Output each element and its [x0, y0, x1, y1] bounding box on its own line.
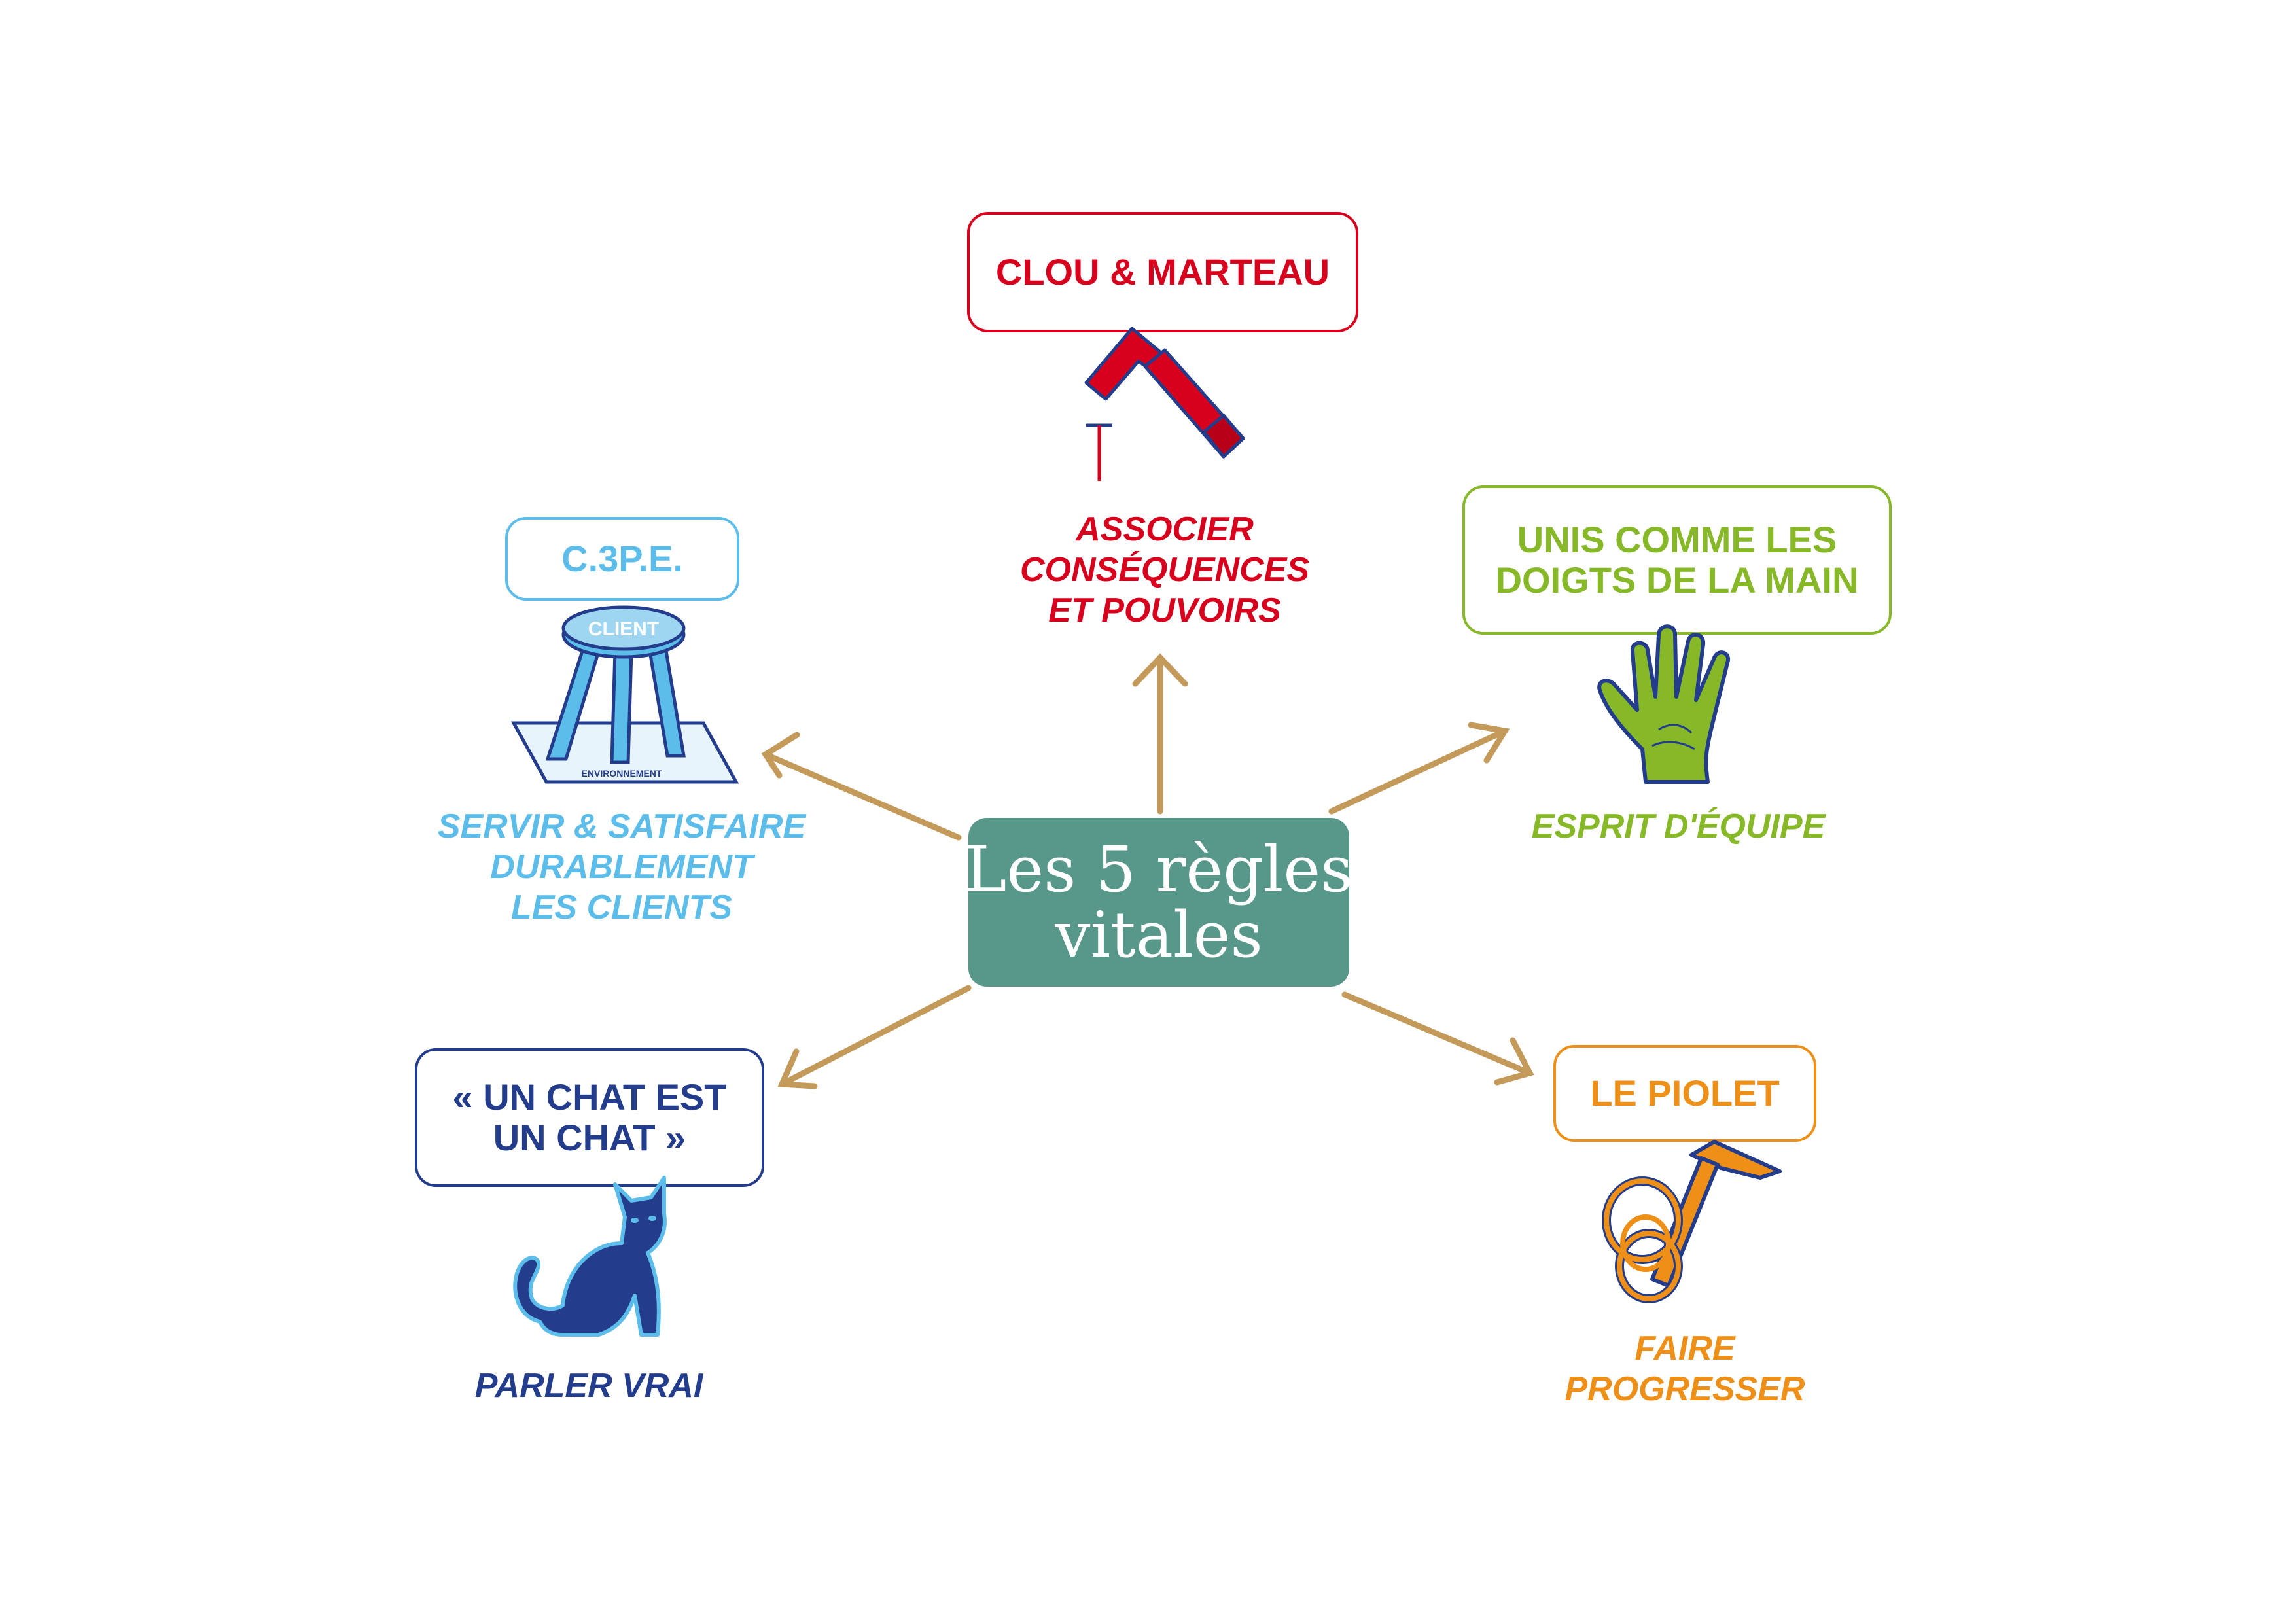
stool-top-label: CLIENT	[588, 618, 659, 640]
arrow-lower-right-head	[1494, 1037, 1534, 1086]
center-title-line1: Les 5 règles	[964, 833, 1353, 906]
cat-icon	[513, 1176, 667, 1337]
arrow-lower-right	[1341, 991, 1533, 1076]
rule-desc-c3pe: SERVIR & SATISFAIRE DURABLEMENT LES CLIE…	[437, 807, 806, 927]
stool-icon: CLIENT ENVIRONNEMENT	[510, 605, 739, 784]
rule-title-chat: « UN CHAT EST UN CHAT »	[415, 1048, 764, 1187]
stool-base-label: ENVIRONNEMENT	[582, 768, 662, 779]
rule-desc-unis: ESPRIT D'ÉQUIPE	[1531, 807, 1826, 845]
arrow-lower-left-head	[777, 1048, 818, 1089]
rule-title-unis: UNIS COMME LES DOIGTS DE LA MAIN	[1462, 485, 1892, 635]
rule-desc-piolet: FAIRE PROGRESSER	[1564, 1330, 1805, 1408]
arrow-upper-right	[1328, 728, 1508, 815]
ice-axe-icon	[1602, 1140, 1782, 1303]
center-title-box: Les 5 règles vitales	[965, 818, 1352, 987]
hand-icon	[1597, 624, 1731, 784]
rule-title-clou: CLOU & MARTEAU	[967, 212, 1358, 332]
rule-title-piolet: LE PIOLET	[1553, 1045, 1816, 1142]
arrow-upper-right-head	[1468, 722, 1510, 764]
hammer-icon	[1084, 327, 1245, 481]
arrow-up-head	[1132, 653, 1188, 687]
arrow-upper-left-head	[761, 732, 800, 779]
arrow-upper-left	[762, 751, 962, 841]
rule-desc-clou: ASSOCIER CONSÉQUENCES ET POUVOIRS	[1019, 510, 1310, 629]
rule-title-c3pe: C.3P.E.	[505, 517, 739, 601]
rule-desc-chat: PARLER VRAI	[474, 1367, 703, 1405]
arrow-lower-left	[779, 985, 972, 1087]
center-title-line2: vitales	[1055, 898, 1263, 972]
